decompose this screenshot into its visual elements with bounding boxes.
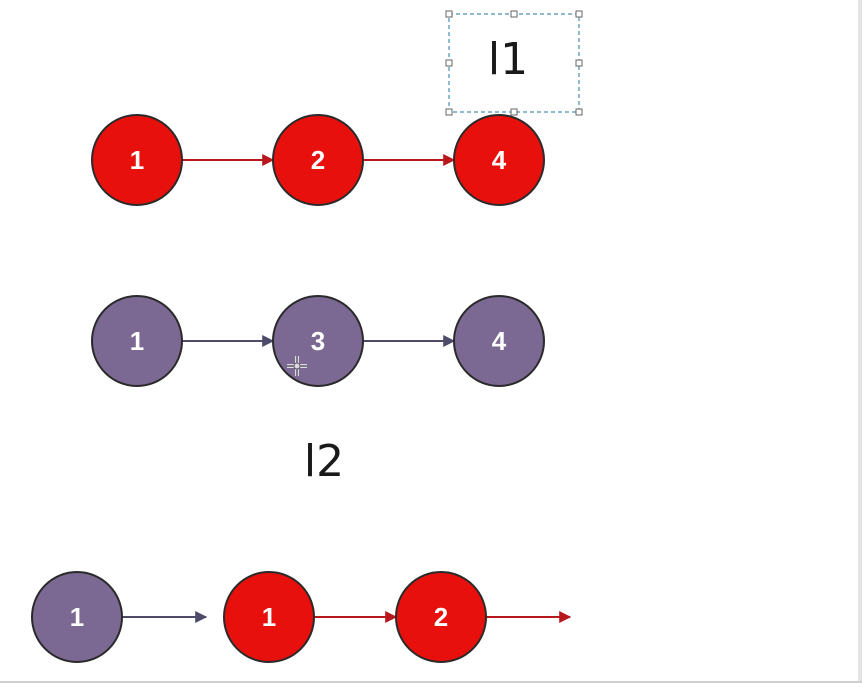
list-node-value: 4 [492, 145, 507, 175]
list-node-circle[interactable] [395, 571, 487, 663]
list-node-circle[interactable] [91, 295, 183, 387]
list-node-circle[interactable] [453, 114, 545, 206]
list-node[interactable]: 4 [453, 295, 545, 387]
list-node-value: 2 [311, 145, 325, 175]
selection-handle-s[interactable] [510, 108, 518, 116]
selection-handle-se[interactable] [575, 108, 583, 116]
list-node-value: 2 [434, 602, 448, 632]
list-node-circle[interactable] [91, 114, 183, 206]
list-node[interactable]: 1 [91, 114, 183, 206]
label-l1[interactable]: l1 [488, 34, 528, 85]
label-l1-selection[interactable]: l1 [445, 10, 583, 116]
selection-handle-e[interactable] [575, 59, 583, 67]
selection-handle-sw[interactable] [445, 108, 453, 116]
nodes-layer: 1 2 4 1 3 4 1 1 2 [31, 114, 545, 663]
bottom-bar [0, 681, 862, 683]
list-node-value: 1 [262, 602, 276, 632]
list-node-value: 1 [70, 602, 84, 632]
list-node[interactable]: 2 [272, 114, 364, 206]
selection-handle-w[interactable] [445, 59, 453, 67]
links-layer [122, 154, 572, 623]
merged-list: 1 1 2 [31, 571, 487, 663]
list-node-value: 1 [130, 326, 144, 356]
selection-handle-n[interactable] [510, 10, 518, 18]
list-node-circle[interactable] [223, 571, 315, 663]
move-cursor-icon [287, 356, 307, 376]
list-node-circle[interactable] [453, 295, 545, 387]
list-node[interactable]: 1 [31, 571, 123, 663]
list-node-circle[interactable] [272, 114, 364, 206]
list-l2: 1 3 4 [91, 295, 545, 387]
list-node[interactable]: 1 [223, 571, 315, 663]
list-node[interactable]: 4 [453, 114, 545, 206]
selection-handle-ne[interactable] [575, 10, 583, 18]
list-node-value: 1 [130, 145, 144, 175]
list-node[interactable]: 1 [91, 295, 183, 387]
list-node-value: 4 [492, 326, 507, 356]
list-node[interactable]: 3 [272, 295, 364, 387]
label-l2: l2 [304, 436, 344, 487]
right-edge [858, 0, 862, 683]
list-node-value: 3 [311, 326, 325, 356]
list-node-circle[interactable] [31, 571, 123, 663]
list-l1: 1 2 4 [91, 114, 545, 206]
selection-handle-nw[interactable] [445, 10, 453, 18]
list-node[interactable]: 2 [395, 571, 487, 663]
